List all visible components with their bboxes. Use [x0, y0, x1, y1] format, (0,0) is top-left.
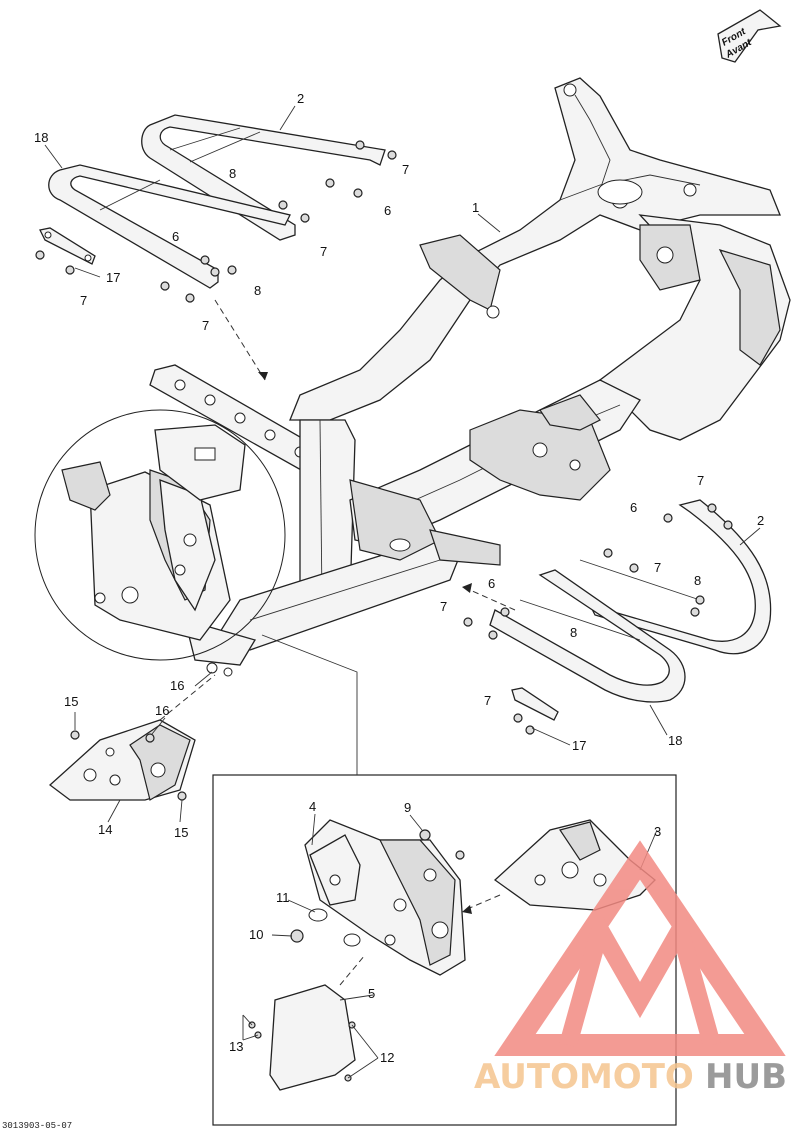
front-direction-arrow: Front Avant: [717, 9, 782, 63]
document-id: 3013903-05-07: [2, 1121, 72, 1131]
callout-16-b: 16: [155, 703, 169, 718]
callout-11: 11: [276, 890, 290, 905]
callout-15-b: 15: [174, 825, 188, 840]
bracket-14: [48, 674, 216, 801]
left-footrest-assembly: [35, 114, 397, 381]
callout-16-a: 16: [170, 678, 184, 693]
callout-6-c: 6: [630, 500, 637, 515]
callout-5: 5: [368, 986, 375, 1001]
callout-4: 4: [309, 799, 316, 814]
callout-13: 13: [229, 1039, 243, 1054]
watermark-text-hub: HUB: [705, 1057, 787, 1097]
detail-magnifier: [34, 409, 286, 661]
callout-2-right: 2: [757, 513, 764, 528]
callout-7-f: 7: [654, 560, 661, 575]
callout-1: 1: [472, 200, 479, 215]
callout-3: 3: [654, 824, 661, 839]
leader-lines: [44, 105, 761, 1001]
watermark-logo: AUTOMOTO HUB: [474, 840, 787, 1097]
callout-10: 10: [249, 927, 263, 942]
callout-15-a: 15: [64, 694, 78, 709]
callout-17-left: 17: [106, 270, 120, 285]
callout-6-a: 6: [384, 203, 391, 218]
main-frame: [149, 77, 791, 677]
watermark-text-automoto: AUTOMOTO: [474, 1057, 694, 1097]
callout-7-c: 7: [80, 293, 87, 308]
callout-7-d: 7: [202, 318, 209, 333]
callout-6-d: 6: [488, 576, 495, 591]
callout-17-right: 17: [572, 738, 586, 753]
callout-7-b: 7: [320, 244, 327, 259]
callout-18-right: 18: [668, 733, 682, 748]
callout-12: 12: [380, 1050, 394, 1065]
callout-8-b: 8: [254, 283, 261, 298]
callout-18-left: 18: [34, 130, 48, 145]
callout-14: 14: [98, 822, 112, 837]
callout-2-left: 2: [297, 91, 304, 106]
callout-8-a: 8: [229, 166, 236, 181]
callout-labels: 2 18 1 7 8 6 6 7 17 8 7 7 7 6 2 7 8 6 7 …: [34, 91, 764, 1065]
callout-7-e: 7: [697, 473, 704, 488]
right-footrest-assembly: [462, 499, 772, 735]
callout-7-g: 7: [440, 599, 447, 614]
callout-9: 9: [404, 800, 411, 815]
callout-8-d: 8: [570, 625, 577, 640]
callout-7-h: 7: [484, 693, 491, 708]
callout-6-b: 6: [172, 229, 179, 244]
callout-7-a: 7: [402, 162, 409, 177]
watermark-triangle-icon: [494, 840, 786, 1056]
callout-8-c: 8: [694, 573, 701, 588]
